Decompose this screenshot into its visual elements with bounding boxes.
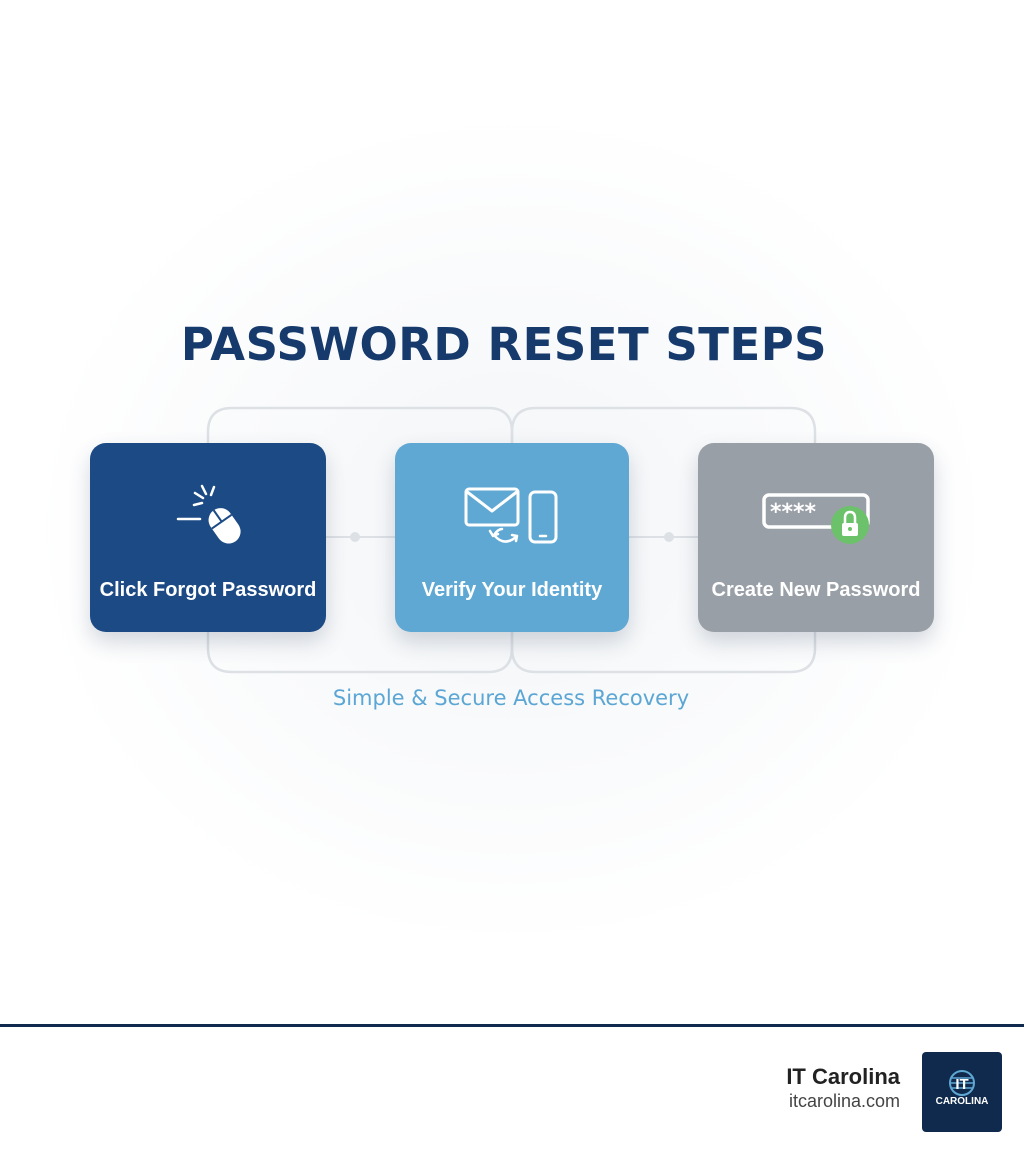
brand-logo[interactable]: IT CAROLINA — [922, 1052, 1002, 1132]
connector-dot-1 — [350, 532, 360, 542]
footer-divider — [0, 1024, 1024, 1027]
logo-text: CAROLINA — [935, 1096, 989, 1107]
brand-name: IT Carolina — [786, 1064, 900, 1089]
connector-loop-top-right — [510, 406, 817, 443]
subtitle: Simple & Secure Access Recovery — [332, 686, 690, 710]
page-title: PASSWORD RESET STEPS — [180, 318, 828, 371]
logo-mark-text: IT — [955, 1076, 968, 1093]
mouse-click-icon — [90, 481, 326, 551]
step-card-create-new-password[interactable]: **** Create New Password — [698, 443, 934, 632]
step-card-verify-identity[interactable]: Verify Your Identity — [395, 443, 629, 632]
footer-brand: IT Carolina itcarolina.com — [786, 1064, 900, 1112]
connector-dot-2 — [664, 532, 674, 542]
connector-loop-bottom-left — [206, 632, 514, 674]
step-label: Verify Your Identity — [421, 579, 603, 601]
connector-loop-top-left — [206, 406, 514, 443]
step-card-click-forgot-password[interactable]: Click Forgot Password — [90, 443, 326, 632]
password-mask: **** — [770, 500, 817, 525]
step-label: Click Forgot Password — [99, 579, 317, 601]
password-lock-icon: **** — [698, 481, 934, 551]
brand-url[interactable]: itcarolina.com — [788, 1091, 900, 1111]
email-phone-verify-icon — [395, 481, 629, 551]
step-label: Create New Password — [711, 579, 921, 601]
logo-mark-icon: IT — [949, 1070, 975, 1096]
connector-loop-bottom-right — [510, 632, 817, 674]
